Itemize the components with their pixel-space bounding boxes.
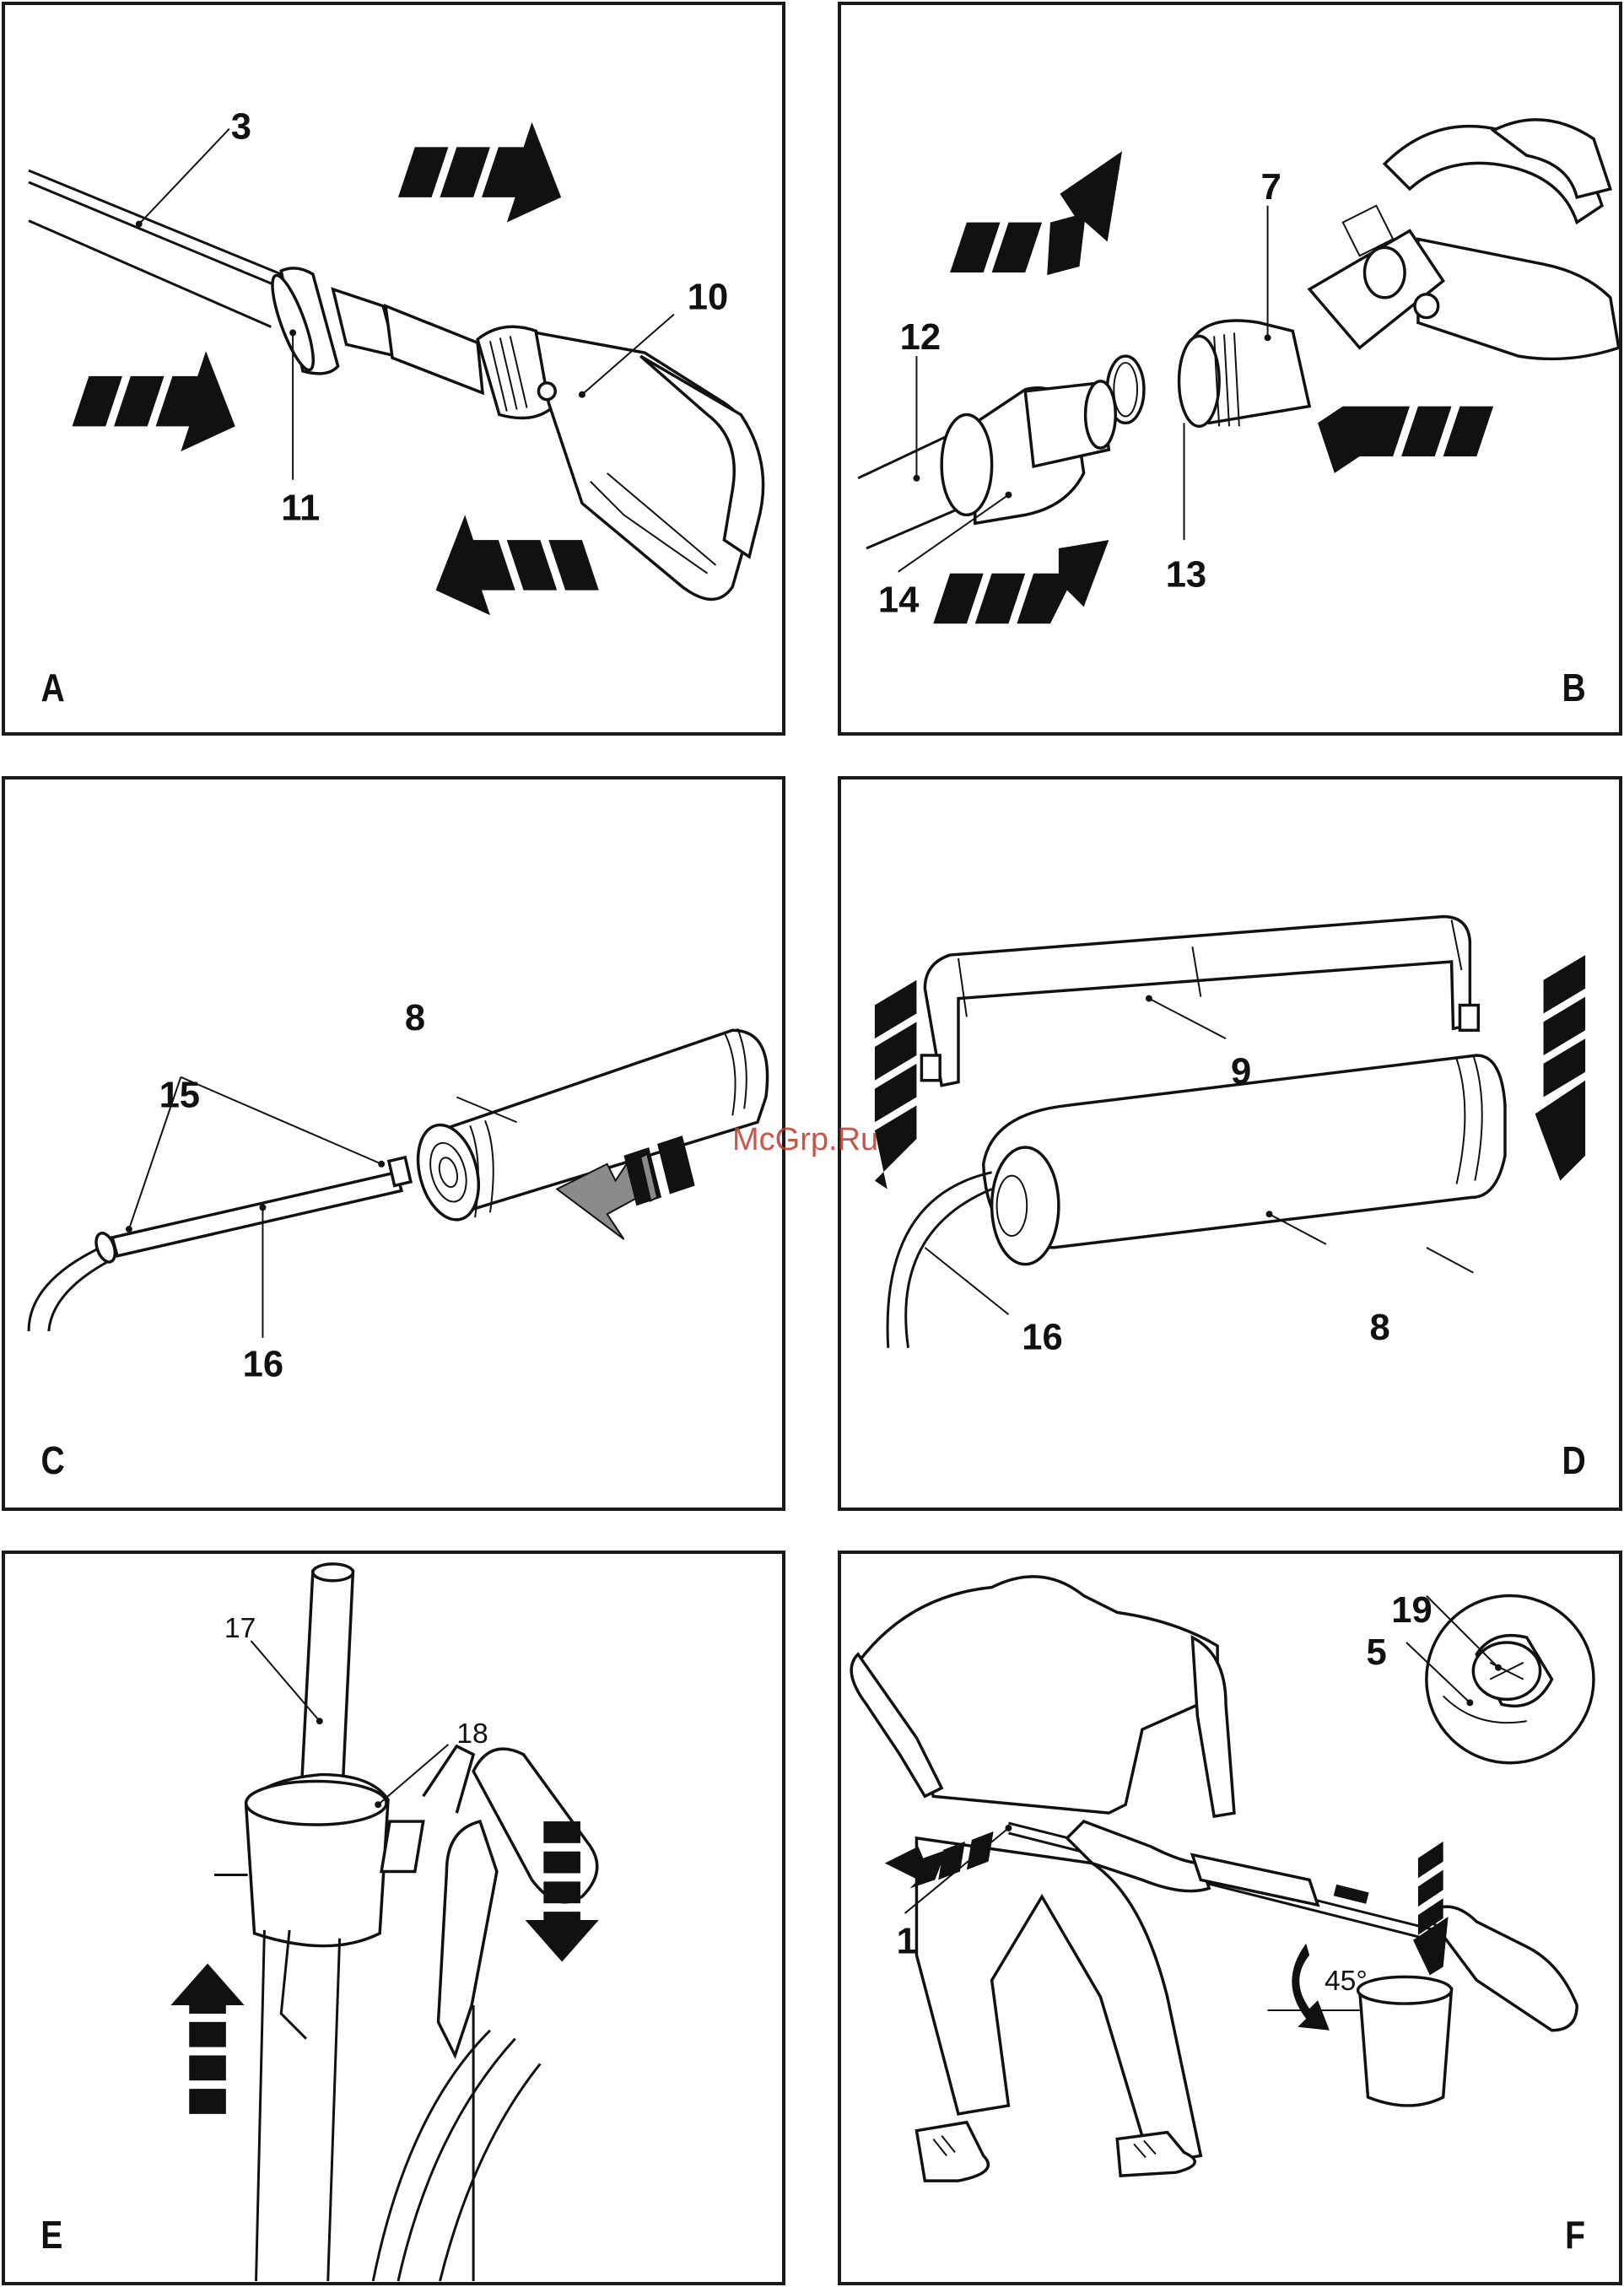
callout-1: 1 [897,1922,917,1962]
panel-a-illustration: 3 10 11 [5,5,782,732]
panel-d: 9 16 8 D [838,776,1622,1511]
panel-c: 8 15 16 C [2,776,785,1511]
panel-e-illustration: 17 18 [5,1554,782,2282]
panel-label-e: E [40,2212,62,2257]
angle-label: 45° [1325,1966,1368,1997]
panel-label-c: C [40,1437,64,1483]
callout-16: 16 [243,1344,283,1384]
callout-12: 12 [900,317,941,358]
watermark-text: McGrp.Ru [732,1122,878,1158]
panel-label-f: F [1565,2212,1585,2257]
panel-f-illustration: 45° [841,1554,1619,2282]
callout-19: 19 [1391,1590,1432,1631]
callout-16-d: 16 [1022,1318,1062,1358]
callout-5: 5 [1367,1632,1387,1673]
callout-9: 9 [1231,1052,1251,1092]
panel-c-illustration: 8 15 16 [5,779,782,1508]
panel-a: 3 10 11 A [2,2,785,736]
panel-b-illustration: 7 12 13 14 [841,5,1619,732]
panel-label-b: B [1562,665,1585,710]
callout-17: 17 [224,1613,256,1644]
panel-e: 17 18 E [2,1551,785,2285]
callout-13: 13 [1166,555,1206,596]
callout-10: 10 [688,278,728,318]
arrow-right-top [398,122,561,223]
callout-18: 18 [456,1718,488,1750]
panel-b: 7 12 13 14 B [838,2,1622,736]
panel-label-d: D [1562,1437,1585,1483]
callout-15: 15 [159,1075,200,1115]
callout-8-d: 8 [1369,1308,1389,1348]
arrow-right-left [73,351,235,451]
arrow-left-bottom [436,515,599,615]
callout-8: 8 [405,998,425,1038]
panel-f: 45° [838,1551,1622,2285]
panel-label-a: A [40,665,64,710]
callout-14: 14 [878,580,919,620]
callout-3: 3 [231,107,251,148]
panel-d-illustration: 9 16 8 [841,779,1619,1508]
callout-7: 7 [1261,167,1281,208]
callout-11: 11 [281,488,320,528]
